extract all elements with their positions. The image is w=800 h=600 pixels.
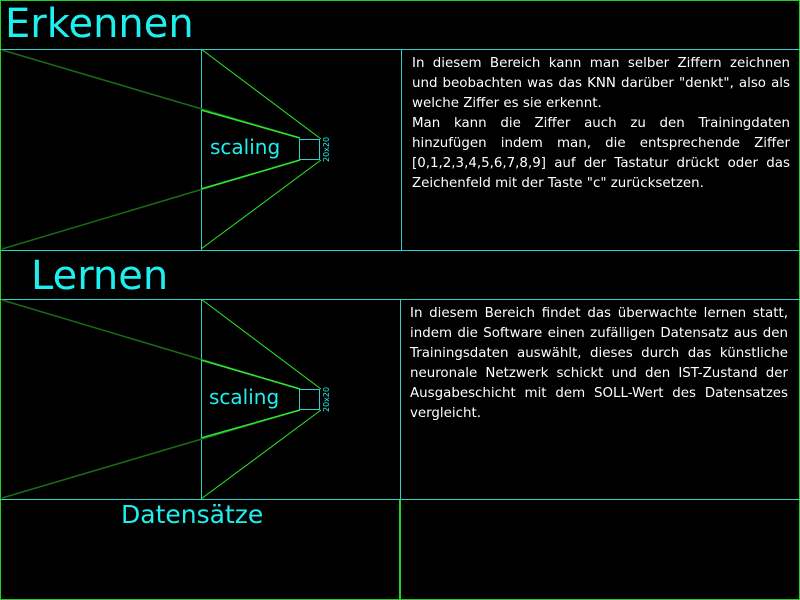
section-title-lernen: Lernen [31,253,169,299]
description-lernen: In diesem Bereich findet das überwachte … [410,304,788,424]
scaled-canvas-lernen [299,389,320,410]
dataset-panel-right[interactable] [402,501,798,598]
divider-desc-erkennen [401,49,402,250]
divider-bottom-erkennen [0,250,800,251]
divider-canvas-lernen [201,299,202,500]
description-lernen-text: In diesem Bereich findet das überwachte … [410,306,788,421]
scaling-label-lernen: scaling [209,385,280,409]
divider-datensaetze [399,500,401,600]
scaled-canvas-erkennen [299,139,320,160]
divider-canvas-erkennen [201,49,202,250]
dataset-panel-left[interactable] [1,530,398,598]
description-erkennen-text: In diesem Bereich kann man selber Ziffer… [412,56,790,191]
training-canvas-lernen [1,300,200,498]
drawing-canvas-erkennen[interactable] [1,50,200,249]
section-title-datensaetze: Datensätze [121,500,264,529]
scaling-label-erkennen: scaling [210,135,281,159]
divider-bottom-lernen [0,499,800,500]
section-title-erkennen: Erkennen [5,1,194,47]
description-erkennen: In diesem Bereich kann man selber Ziffer… [412,54,790,194]
divider-top-erkennen [0,49,800,50]
divider-desc-lernen [400,299,401,500]
size-label-lernen: 20x20 [322,386,331,412]
